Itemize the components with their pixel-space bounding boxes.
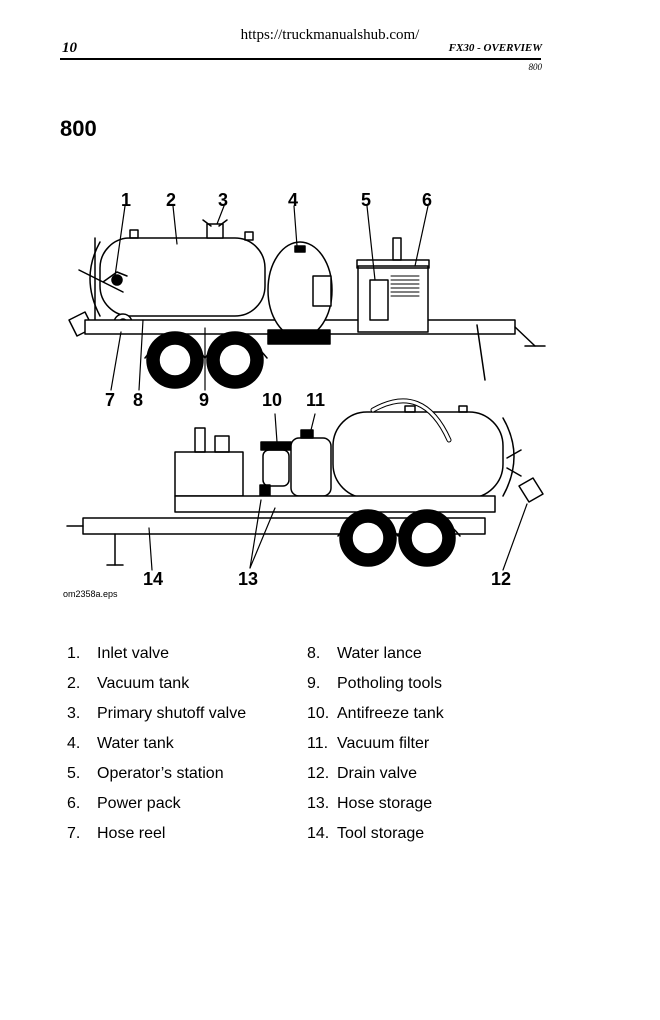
legend-label: Tool storage: [337, 825, 425, 842]
legend-number: 2.: [67, 675, 81, 692]
callout-4: 4: [288, 190, 298, 210]
tank-end-cap: [89, 241, 101, 317]
legend-number: 4.: [67, 735, 81, 752]
legend-item-7: 7. Hose reel: [67, 823, 297, 853]
legend-item-1: 1. Inlet valve: [67, 643, 297, 673]
legend-label: Water tank: [97, 735, 174, 752]
legend-item-8: 8. Water lance: [307, 643, 537, 673]
legend-label: Water lance: [337, 645, 422, 662]
callout-12: 12: [491, 569, 511, 589]
legend-item-14: 14. Tool storage: [307, 823, 537, 853]
legend-column-right: 8. Water lance 9. Potholing tools 10. Antif…: [307, 643, 537, 853]
operator-station-top: [369, 279, 389, 321]
legend-item-13: 13. Hose storage: [307, 793, 537, 823]
legend-number: 13.: [307, 795, 330, 812]
legend-item-12: 12. Drain valve: [307, 763, 537, 793]
legend-item-11: 11. Vacuum filter: [307, 733, 537, 763]
legend-number: 9.: [307, 675, 321, 692]
legend-label: Operator’s station: [97, 765, 224, 782]
legend-label: Drain valve: [337, 765, 418, 782]
legend-number: 6.: [67, 795, 81, 812]
legend-number: 5.: [67, 765, 81, 782]
legend-number: 3.: [67, 705, 81, 722]
running-title: FX30 - OVERVIEW: [448, 42, 542, 54]
inlet-valve-arm: [78, 269, 128, 293]
legend-number: 1.: [67, 645, 81, 662]
legend-number: 10.: [307, 705, 330, 722]
legend-label: Vacuum filter: [337, 735, 430, 752]
legend-item-6: 6. Power pack: [67, 793, 297, 823]
callout-11: 11: [306, 390, 325, 410]
page-number: 10: [62, 40, 77, 56]
legend-number: 8.: [307, 645, 321, 662]
hose-storage-tube: [174, 495, 496, 513]
callout-9: 9: [199, 390, 209, 410]
callout-6: 6: [422, 190, 432, 210]
figure-file-label: om2358a.eps: [63, 589, 118, 599]
callout-1: 1: [121, 190, 131, 210]
legend-number: 12.: [307, 765, 330, 782]
callout-13: 13: [238, 569, 258, 589]
legend-item-5: 5. Operator’s station: [67, 763, 297, 793]
legend-label: Primary shutoff valve: [97, 705, 247, 722]
legend-label: Vacuum tank: [97, 675, 190, 692]
legend-item-2: 2. Vacuum tank: [67, 673, 297, 703]
callout-14: 14: [143, 569, 163, 589]
legend-label: Power pack: [97, 795, 181, 812]
callout-7: 7: [105, 390, 115, 410]
header-rule: [60, 58, 541, 60]
legend-number: 7.: [67, 825, 81, 842]
legend-item-10: 10. Antifreeze tank: [307, 703, 537, 733]
legend-item-4: 4. Water tank: [67, 733, 297, 763]
callout-8: 8: [133, 390, 143, 410]
legend-item-9: 9. Potholing tools: [307, 673, 537, 703]
legend-label: Hose reel: [97, 825, 166, 842]
callout-5: 5: [361, 190, 371, 210]
legend-column-left: 1. Inlet valve 2. Vacuum tank 3. Primary sh…: [67, 643, 297, 853]
section-code: 800: [528, 62, 543, 72]
legend-label: Inlet valve: [97, 645, 170, 662]
trailer-diagram: 1 2 3 4 5 6 7 8 9 10 11 12 13 14 om2358a…: [55, 180, 555, 610]
trailer-illustration: 1 2 3 4 5 6 7 8 9 10 11 12 13 14 om2358a…: [63, 190, 546, 599]
legend-label: Antifreeze tank: [337, 705, 444, 722]
vacuum-tank-bottom: [332, 411, 504, 499]
callout-2: 2: [166, 190, 176, 210]
source-url: https://truckmanualshub.com/: [240, 27, 420, 43]
shutoff-valve-top: [206, 223, 224, 239]
legend-label: Potholing tools: [337, 675, 442, 692]
legend-item-3: 3. Primary shutoff valve: [67, 703, 297, 733]
legend-number: 11.: [307, 735, 329, 752]
vacuum-tank-top: [99, 237, 266, 317]
vacuum-filter-bottom: [290, 437, 332, 497]
antifreeze-tank-bottom: [262, 449, 290, 487]
callout-10: 10: [262, 390, 282, 410]
section-title: 800: [60, 116, 97, 141]
legend-number: 14.: [307, 825, 330, 842]
drain-valve-bottom: [518, 477, 544, 503]
legend-label: Hose storage: [337, 795, 433, 812]
callout-3: 3: [218, 190, 228, 210]
tool-box-bottom: [174, 451, 244, 497]
